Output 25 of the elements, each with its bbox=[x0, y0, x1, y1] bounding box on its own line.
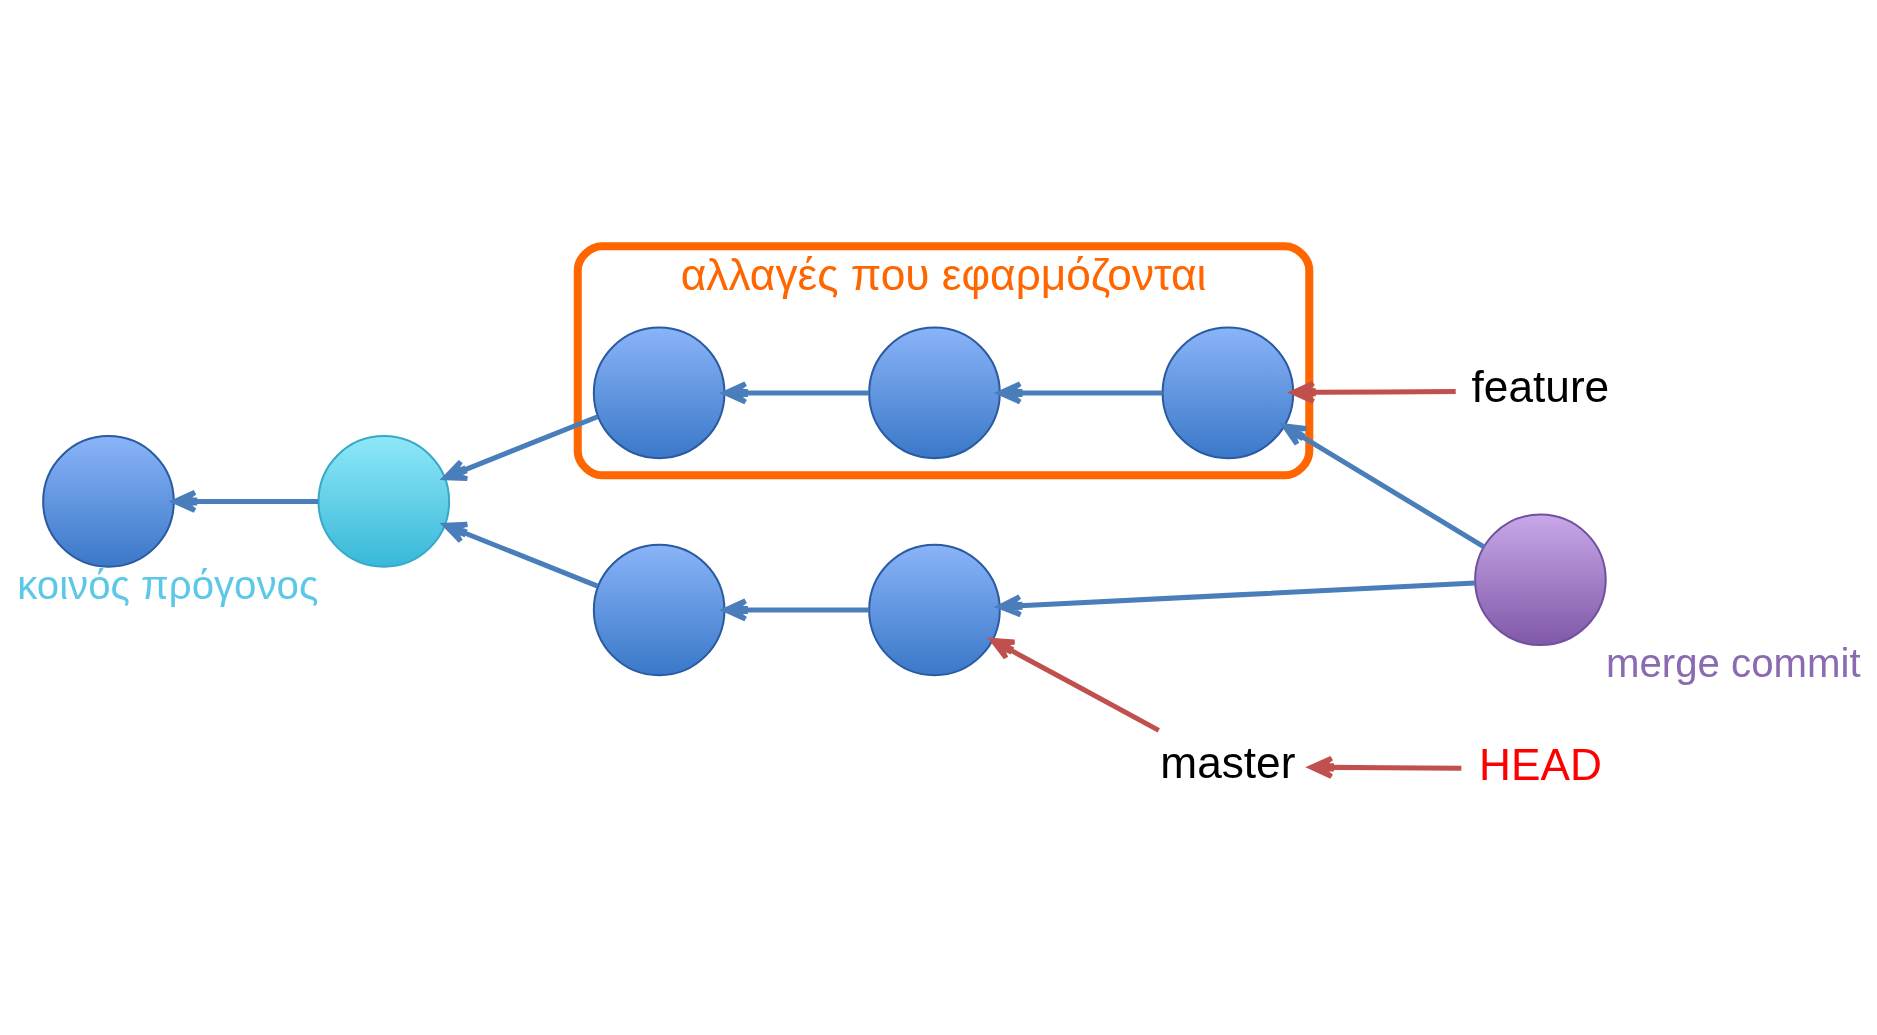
node-text: HEAD bbox=[1478, 739, 1602, 789]
node-circle bbox=[592, 326, 725, 460]
node-circle bbox=[317, 435, 450, 568]
node-text: feature bbox=[1471, 362, 1609, 412]
arrow bbox=[996, 580, 1475, 618]
arrow bbox=[1281, 423, 1485, 549]
arrow bbox=[722, 381, 869, 405]
node-circle bbox=[592, 543, 725, 677]
cluster: αλλαγές που εφαρμόζονται bbox=[573, 242, 1313, 480]
node-circle bbox=[867, 543, 1001, 677]
arrow bbox=[171, 489, 318, 513]
node-label: merge commit bbox=[1605, 641, 1861, 687]
arrow bbox=[1308, 755, 1461, 779]
node-circle bbox=[1161, 326, 1294, 460]
arrow bbox=[722, 598, 869, 622]
node-circle bbox=[1473, 513, 1607, 647]
node-circle bbox=[41, 435, 175, 568]
arrow bbox=[442, 414, 599, 482]
node-text: master bbox=[1159, 737, 1295, 787]
node-circle bbox=[867, 326, 1001, 460]
node-label: κοινός πρόγονος bbox=[16, 562, 318, 608]
arrow bbox=[989, 637, 1160, 733]
arrow bbox=[996, 381, 1162, 405]
arrow bbox=[1290, 380, 1456, 404]
arrow bbox=[442, 521, 599, 589]
